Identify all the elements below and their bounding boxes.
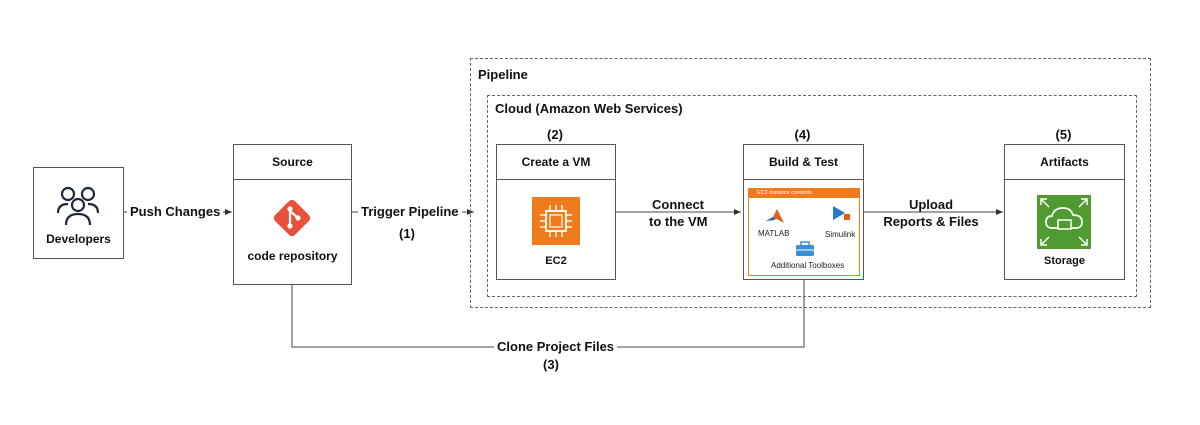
- cloud-storage-icon: [1037, 195, 1091, 249]
- pipeline-label: Pipeline: [478, 67, 528, 82]
- pipeline-container: [470, 58, 1151, 308]
- connect-label-1: Connect: [652, 197, 704, 212]
- simulink-icon: [833, 206, 850, 220]
- ec2-chip-icon: [532, 197, 580, 245]
- ec2-contents-label: EC2 instance contents: [757, 190, 813, 196]
- ec2-contents-banner: EC2 instance contents: [749, 189, 859, 198]
- matlab-icon: [766, 209, 784, 223]
- cloud-container: [487, 95, 1137, 297]
- build-header: Build & Test: [744, 145, 863, 180]
- ec2-contents-panel: EC2 instance contents MATLAB Simulink Ad…: [748, 188, 860, 276]
- users-icon: [56, 186, 100, 226]
- simulink-label: Simulink: [825, 230, 856, 239]
- vm-header: Create a VM: [497, 145, 615, 180]
- toolbox-icon: [796, 241, 814, 256]
- upload-label-2: Reports & Files: [876, 214, 986, 230]
- source-header: Source: [234, 145, 351, 180]
- source-node: Source code repository: [233, 144, 352, 285]
- trigger-label: Trigger Pipeline: [358, 204, 462, 220]
- developers-node: Developers: [33, 167, 124, 259]
- vm-step: (2): [547, 127, 563, 142]
- artifacts-header: Artifacts: [1005, 145, 1124, 180]
- upload-label-1: Upload: [908, 197, 954, 212]
- matlab-label: MATLAB: [758, 229, 790, 238]
- vm-node: Create a VM EC2: [496, 144, 616, 280]
- cloud-label: Cloud (Amazon Web Services): [495, 101, 683, 116]
- developers-label: Developers: [46, 232, 111, 246]
- artifacts-label: Storage: [1044, 255, 1085, 267]
- clone-label: Clone Project Files: [494, 339, 618, 355]
- artifacts-step: (5): [1055, 127, 1072, 142]
- clone-step: (3): [543, 357, 559, 372]
- artifacts-node: Artifacts Storage: [1004, 144, 1125, 280]
- source-label: code repository: [247, 249, 338, 263]
- vm-label: EC2: [545, 255, 567, 267]
- git-icon: [273, 199, 311, 237]
- trigger-step: (1): [399, 226, 415, 241]
- toolboxes-label: Additional Toolboxes: [771, 261, 845, 270]
- build-step: (4): [794, 127, 811, 142]
- connect-label-2: to the VM: [649, 214, 708, 229]
- build-node: Build & Test EC2 instance contents MATLA…: [743, 144, 864, 280]
- push-label: Push Changes: [127, 204, 224, 220]
